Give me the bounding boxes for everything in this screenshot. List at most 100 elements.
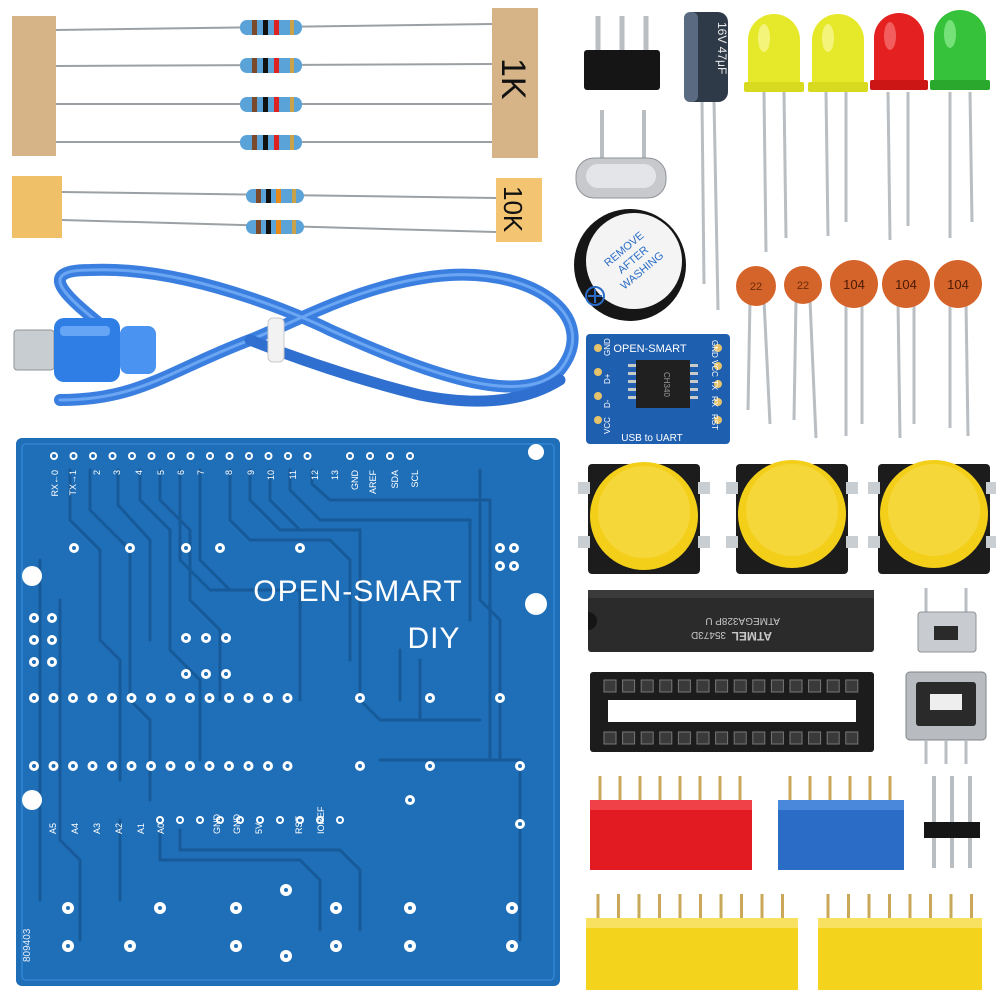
ceramic-cap-104: 104 (830, 260, 878, 436)
buzzer: REMOVE AFTER WASHING (574, 209, 686, 321)
pcb-top-pin-label: RX←0 (50, 470, 60, 497)
tape-label-10k: 10K (498, 186, 528, 233)
male-pin-strip (924, 776, 980, 868)
usb-b-jack (905, 671, 987, 764)
resistors-10k: 10K (12, 176, 542, 242)
socket-contact (622, 679, 636, 693)
uart-pin-gnd-left: GND (603, 338, 612, 356)
resistor (240, 135, 302, 150)
tape-right-1k (492, 8, 538, 158)
uart-pin-dplus: D+ (603, 373, 612, 384)
pcb-top-pin-label: 12 (310, 470, 320, 480)
resistor (246, 220, 304, 234)
uart-pin-vcc-right: VCC (710, 360, 719, 377)
uart-module-title: OPEN-SMART (613, 343, 686, 355)
socket-contact (715, 731, 729, 745)
socket-contact (845, 679, 859, 693)
pcb-top-pin-label: SDA (390, 470, 400, 489)
uart-chip-marking: CH340 (662, 372, 671, 397)
pcb-top-pin-label: AREF (368, 470, 378, 495)
resistor (246, 189, 304, 203)
pcb-top-pin-label: GND (350, 470, 360, 491)
led-yellow (744, 14, 804, 253)
chip-date-code: 35473D (691, 629, 726, 640)
pcb-top-pin-label: 13 (330, 470, 340, 480)
socket-contact (659, 679, 673, 693)
pcb-bottom-pin-label: A1 (136, 823, 146, 834)
socket-contact (677, 731, 691, 745)
atmega328p-chip: ATMEL ATMEGA328P U 35473D (588, 590, 874, 652)
ceramic-cap-104: 104 (934, 260, 982, 437)
resistor (240, 58, 302, 73)
uart-pin-rx: RX (710, 396, 719, 408)
usb-cable (13, 263, 579, 407)
uart-pin-tx: TX (710, 380, 719, 391)
ceramic-cap-22: 22 (736, 266, 776, 425)
led-red (870, 13, 928, 241)
pcb-title: OPEN-SMART (253, 575, 462, 608)
socket-contact (826, 731, 840, 745)
pcb-top-pin-label: 9 (246, 470, 256, 475)
mounting-hole (22, 566, 42, 586)
ceramic-cap-value: 104 (947, 277, 969, 292)
yellow-female-header-left (586, 894, 798, 990)
tape-label-1k: 1K (494, 58, 532, 100)
socket-contact (845, 731, 859, 745)
mounting-hole (528, 444, 544, 460)
socket-contact (659, 731, 673, 745)
tactile-button (868, 460, 996, 574)
pcb-top-pin-label: 8 (224, 470, 234, 475)
socket-contact (696, 679, 710, 693)
resistors-1k: 1K (12, 8, 538, 158)
socket-contact (808, 731, 822, 745)
pcb-bottom-pin-label: A4 (70, 823, 80, 834)
pcb-bottom-pin-label: A3 (92, 823, 102, 834)
resistor (240, 97, 302, 112)
pcb-bottom-pin-label: GND (232, 814, 242, 835)
pcb-bottom-pin-label: A5 (48, 823, 58, 834)
socket-contact (603, 679, 617, 693)
uart-pin-rst: RST (710, 414, 719, 430)
pcb-serial: 809403 (22, 928, 33, 962)
socket-contact (677, 679, 691, 693)
pcb-top-pin-label: 7 (196, 470, 206, 475)
socket-contact (808, 679, 822, 693)
socket-contact (752, 679, 766, 693)
cable-tie (267, 317, 285, 363)
socket-contact (640, 731, 654, 745)
tactile-button (578, 462, 710, 574)
pcb-top-pin-label: 4 (134, 470, 144, 475)
pcb-top-pin-label: 6 (176, 470, 186, 475)
ceramic-cap-value: 104 (895, 277, 917, 292)
uart-pin-gnd-right: GND (710, 340, 719, 358)
resistor (240, 20, 302, 35)
tape-left-10k (12, 176, 62, 238)
socket-contact (770, 679, 784, 693)
socket-contact (696, 731, 710, 745)
blue-female-header (778, 776, 904, 870)
yellow-female-header-right (818, 894, 982, 990)
ceramic-cap-value: 22 (750, 281, 762, 293)
ceramic-cap-value: 104 (843, 277, 865, 292)
chip-part: ATMEGA328P U (705, 615, 780, 626)
uart-module-label: USB to UART (621, 433, 683, 444)
pcb-top-pin-label: SCL (410, 470, 420, 488)
socket-contact (789, 679, 803, 693)
socket-contact (752, 731, 766, 745)
header-3pin (584, 16, 660, 90)
chip-brand: ATMEL (732, 629, 772, 643)
socket-contact (826, 679, 840, 693)
slide-switch (917, 588, 977, 653)
uart-pin-dminus: D- (603, 399, 612, 408)
dip-28-socket (590, 672, 874, 752)
tactile-buttons (578, 460, 996, 574)
socket-contact (640, 679, 654, 693)
socket-contact (733, 731, 747, 745)
uart-pin-vcc-left: VCC (603, 417, 612, 434)
pcb-bottom-pin-label: IOREF (316, 806, 326, 834)
socket-contact (622, 731, 636, 745)
pcb-bottom-pin-label: RST (294, 815, 304, 834)
ceramic-cap-value: 22 (797, 280, 809, 292)
